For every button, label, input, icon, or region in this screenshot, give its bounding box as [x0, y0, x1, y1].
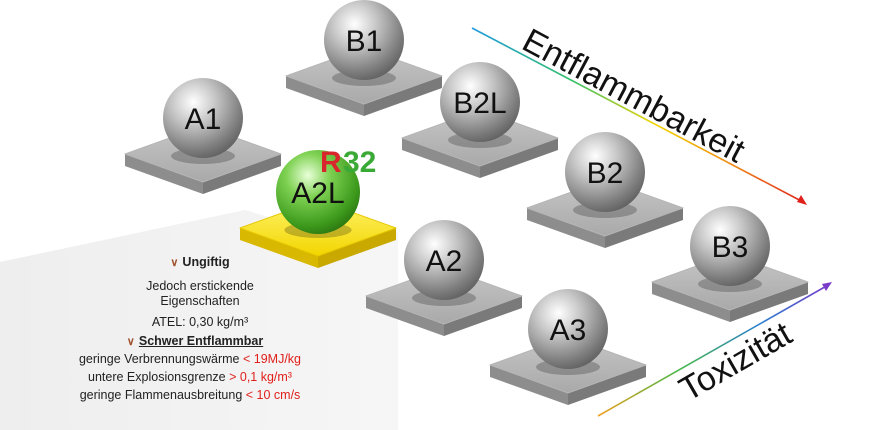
- class-label: A2: [426, 245, 463, 278]
- gray-plate: [526, 179, 684, 248]
- sphere: [565, 132, 645, 212]
- toxicity-label: Toxizität: [673, 314, 799, 409]
- class-label: B2L: [453, 87, 506, 120]
- sphere: [163, 78, 243, 158]
- info-atel: ATEL: 0,30 kg/m³: [151, 315, 249, 329]
- sphere: [528, 289, 608, 369]
- sphere: [324, 0, 404, 80]
- sphere: [276, 150, 360, 234]
- class-label: B3: [712, 231, 749, 264]
- flammability-arrow: [471, 27, 807, 205]
- svg-text:R: R: [320, 146, 342, 179]
- safety-class-a1: A1: [124, 78, 282, 194]
- safety-class-b2: B2: [526, 132, 684, 248]
- toxicity-arrow: [597, 282, 832, 417]
- class-label: B2: [587, 157, 624, 190]
- safety-class-b1: B1: [285, 0, 443, 116]
- class-label: B1: [346, 25, 383, 58]
- safety-class-b2l: B2L: [401, 62, 559, 178]
- safety-class-a2: A2: [365, 220, 523, 336]
- safety-class-a2l: A2L: [239, 150, 397, 268]
- class-label: A2L: [291, 177, 344, 210]
- info-row: untere Explosionsgrenze > 0,1 kg/m³: [88, 370, 292, 384]
- sphere: [404, 220, 484, 300]
- info-panel: [0, 210, 398, 430]
- info-schwer: ∨Schwer Entflammbar: [126, 334, 264, 348]
- info-ungiftig: ∨Ungiftig: [170, 255, 230, 269]
- chevron-down-icon: ∨: [126, 336, 135, 348]
- class-label: A1: [185, 103, 222, 136]
- r32-logo: R 32: [320, 146, 376, 179]
- chevron-down-icon: ∨: [170, 257, 179, 269]
- info-row: geringe Flammenausbreitung < 10 cm/s: [79, 388, 301, 402]
- sphere: [690, 206, 770, 286]
- sphere: [440, 62, 520, 142]
- svg-text:32: 32: [343, 146, 376, 179]
- class-label: A3: [550, 314, 587, 347]
- info-row: geringe Verbrennungswärme < 19MJ/kg: [78, 352, 302, 366]
- info-suffocating: Jedoch erstickende Eigenschaften: [146, 279, 254, 308]
- safety-class-a3: A3: [489, 289, 647, 405]
- safety-class-b3: B3: [651, 206, 809, 322]
